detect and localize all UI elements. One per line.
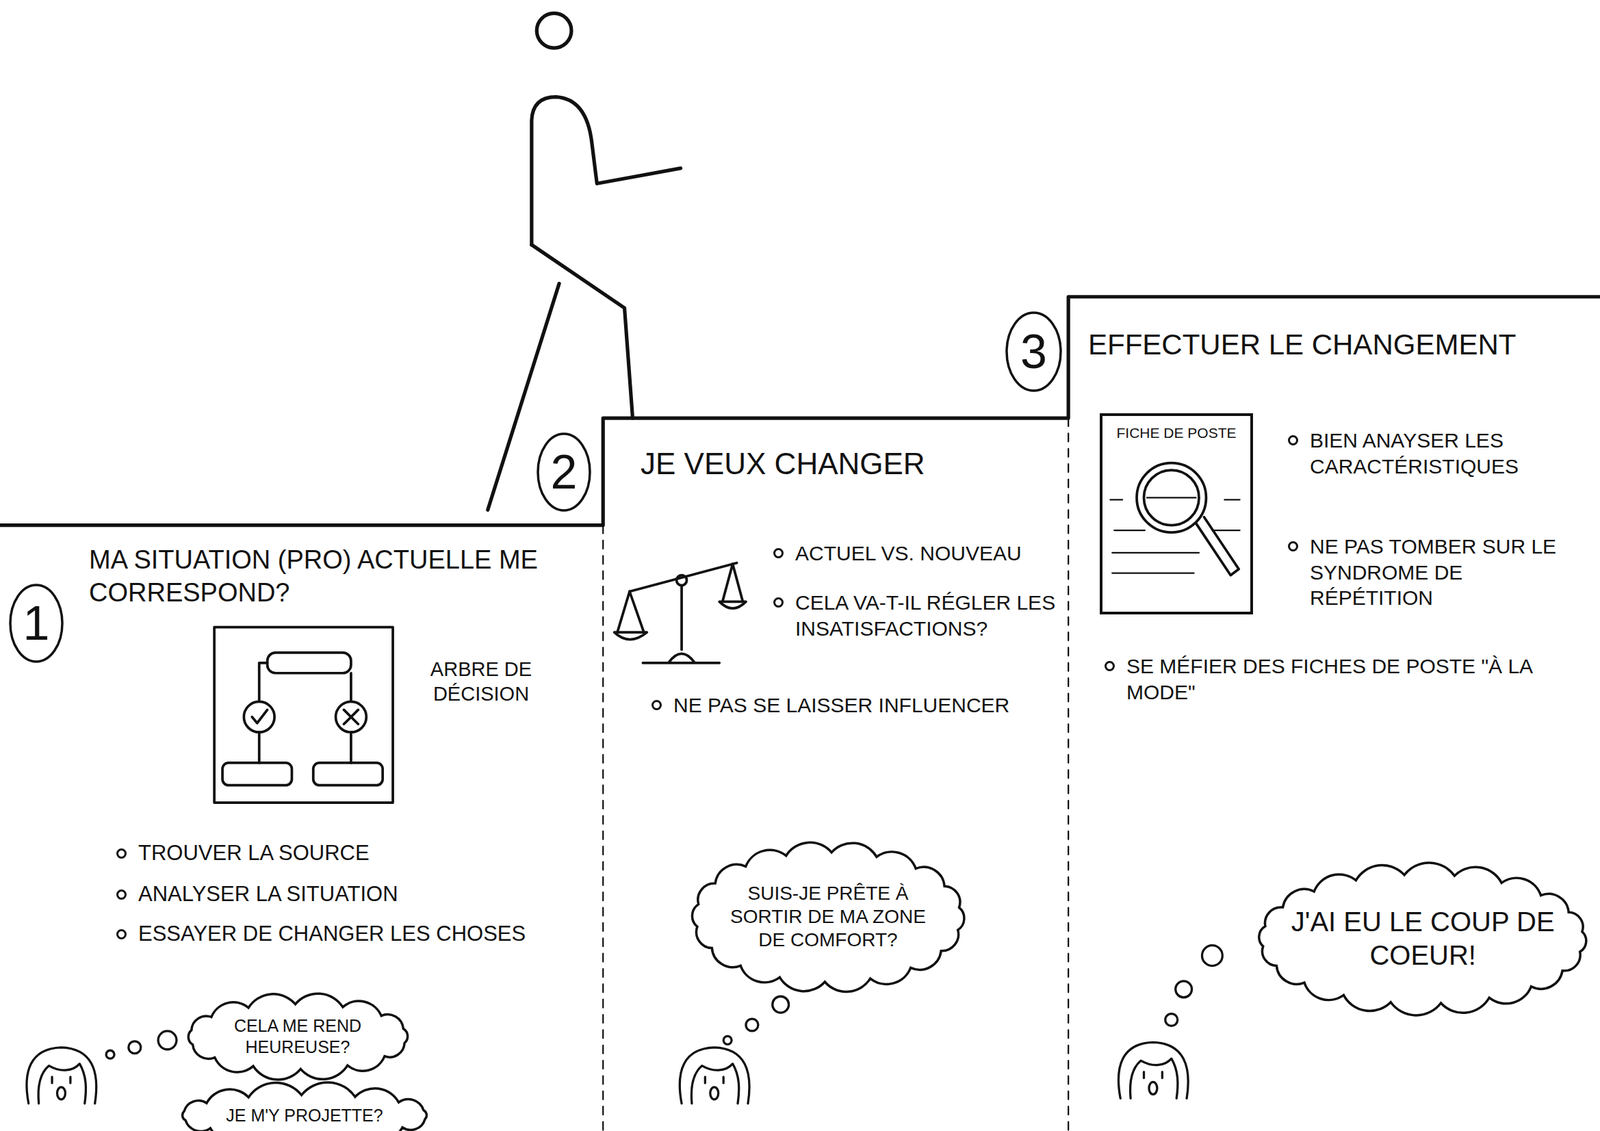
figure-head — [536, 13, 572, 48]
thought-text: J'AI EU LE COUP DE COEUR! — [1288, 905, 1557, 973]
figure-leg — [531, 244, 634, 419]
thought-dot — [158, 1031, 177, 1050]
bullet-point: CELA VA-T-IL RÉGLER LES INSATISFACTIONS? — [771, 589, 1065, 642]
thought-text: CELA ME REND HEUREUSE? — [216, 1015, 380, 1058]
staircase — [0, 297, 1600, 526]
hair — [1118, 1042, 1189, 1099]
scale-icon — [614, 563, 746, 664]
thought-dots — [723, 996, 789, 1045]
bullet-point: ACTUEL VS. NOUVEAU — [771, 540, 1065, 567]
cloud-outline — [1248, 860, 1598, 1018]
fringe — [691, 1064, 739, 1104]
step-panel: MA SITUATION (PRO) ACTUELLE ME CORRESPON… — [0, 525, 603, 1131]
tree-root — [267, 652, 352, 674]
magnifier-handle — [1196, 517, 1240, 576]
step-number-text: 2 — [550, 448, 578, 497]
step-heading: MA SITUATION (PRO) ACTUELLE ME CORRESPON… — [88, 544, 596, 610]
thought-dot — [1201, 945, 1223, 967]
eyes — [52, 1077, 71, 1084]
scale-pan — [614, 591, 648, 640]
fringe — [38, 1064, 86, 1104]
thought-dot — [1165, 1014, 1178, 1027]
eyes — [1143, 1072, 1163, 1079]
step-number: 2 — [535, 431, 592, 513]
scale-beam — [629, 563, 738, 592]
thought-text: SUIS-JE PRÊTE À SORTIR DE MA ZONE DE COM… — [722, 882, 934, 952]
bullet-point: BIEN ANAYSER LES CARACTÉRISTIQUES — [1286, 427, 1592, 480]
step-heading: JE VEUX CHANGER — [640, 444, 1052, 483]
cross-mark — [343, 709, 358, 725]
hair — [679, 1047, 750, 1104]
step-number: 1 — [8, 583, 65, 664]
no-circle — [336, 701, 367, 733]
icon-label: ARBRE DE DÉCISION — [429, 656, 533, 707]
bullet-point: SE MÉFIER DES FICHES DE POSTE "À LA MODE… — [1103, 653, 1583, 705]
step-panel: EFFECTUER LE CHANGEMENT BIEN ANAYSER LES … — [1068, 297, 1600, 1131]
face — [679, 1047, 750, 1104]
thought-bubble: J'AI EU LE COUP DE COEUR! — [1248, 860, 1598, 1018]
text-line — [1110, 499, 1240, 573]
face — [1118, 1042, 1189, 1099]
bullet-point: NE PAS TOMBER SUR LE SYNDROME DE RÉPÉTIT… — [1286, 533, 1592, 612]
thought-bubble: JE M'Y PROJETTE? — [167, 1081, 442, 1131]
thought-dot — [106, 1050, 115, 1059]
step-heading: EFFECTUER LE CHANGEMENT — [1088, 327, 1581, 364]
bullet-point: ESSAYER DE CHANGER LES CHOSES — [114, 921, 588, 948]
cloud-outline — [175, 990, 421, 1083]
step-panel: JE VEUX CHANGER ACTUEL VS. NOUVEAU CELA VA… — [602, 418, 1069, 1131]
icon-caption: FICHE DE POSTE — [1116, 424, 1236, 443]
cloud-path — [1259, 862, 1587, 1015]
scale-pan — [719, 563, 746, 609]
thought-dot — [772, 996, 790, 1013]
thought-bubble: CELA ME REND HEUREUSE? — [175, 990, 421, 1083]
cloud-path — [188, 993, 408, 1080]
figure-leg — [487, 283, 560, 510]
mouth — [710, 1087, 719, 1100]
lens-inner — [1143, 470, 1199, 525]
mouth — [57, 1087, 66, 1100]
thought-dot — [723, 1036, 732, 1045]
scale-pole — [680, 585, 683, 651]
scale-base — [642, 653, 720, 663]
step-divider — [602, 525, 604, 1131]
tree-leaf — [313, 763, 383, 786]
eyes — [704, 1077, 724, 1084]
step-number-text: 3 — [1020, 327, 1048, 376]
icon-frame — [214, 627, 393, 803]
number-ring — [537, 433, 590, 511]
check-mark — [251, 709, 267, 723]
face — [26, 1031, 177, 1104]
thought-dots — [1165, 945, 1223, 1027]
bullet-point: NE PAS SE LAISSER INFLUENCER — [650, 692, 1061, 719]
thought-dot — [128, 1041, 141, 1054]
cloud-path — [691, 842, 964, 992]
figure-body — [531, 97, 681, 245]
step-number: 3 — [1004, 310, 1063, 393]
mouth — [1149, 1081, 1158, 1095]
thought-text: JE M'Y PROJETTE? — [225, 1105, 383, 1127]
yes-circle — [243, 701, 275, 733]
step-number-text: 1 — [23, 599, 50, 648]
magnifier-icon — [1110, 463, 1240, 576]
hair — [26, 1047, 97, 1104]
fringe — [1130, 1058, 1178, 1099]
thought-dot — [1175, 981, 1193, 998]
number-ring — [10, 585, 63, 662]
bullet-point: TROUVER LA SOURCE — [114, 840, 588, 868]
bullet-point: ANALYSER LA SITUATION — [114, 881, 588, 909]
step-divider — [1067, 418, 1069, 1131]
tree-leaf — [222, 763, 292, 786]
lens-line — [1146, 496, 1197, 499]
thought-bubble: SUIS-JE PRÊTE À SORTIR DE MA ZONE DE COM… — [682, 839, 974, 996]
job-sheet-icon: FICHE DE POSTE — [1099, 413, 1254, 615]
cloud-path — [182, 1082, 428, 1131]
number-ring — [1006, 312, 1061, 391]
decision-tree-icon — [214, 627, 393, 803]
thought-dot — [745, 1018, 759, 1032]
